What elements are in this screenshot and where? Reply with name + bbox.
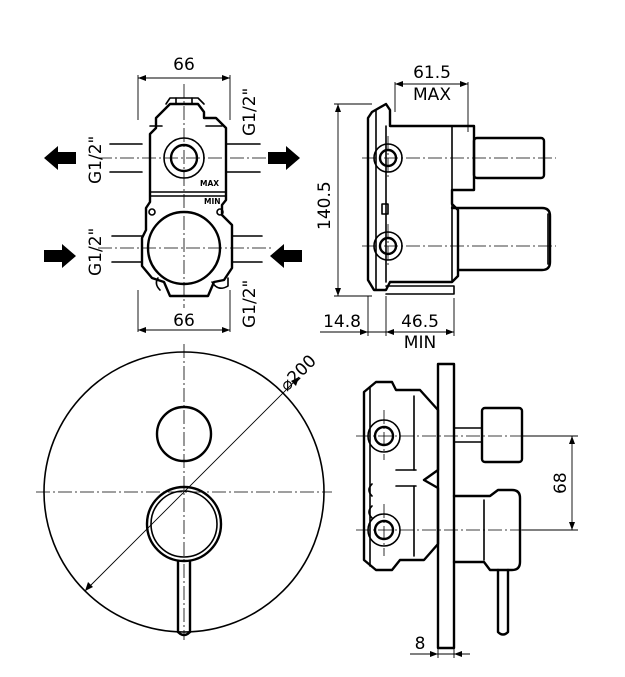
front-width-top-label: 66 <box>173 55 195 75</box>
inlet-arrow-left-icon <box>44 244 76 268</box>
depth-min-value: 46.5 <box>401 312 439 332</box>
thread-upper-right-label: G1/2" <box>240 88 260 136</box>
assembled-side-view: 68 8 <box>356 362 578 658</box>
outlet-arrow-right-icon <box>268 146 300 170</box>
spacing-value: 68 <box>551 472 571 494</box>
outlet-arrow-left-icon <box>44 146 76 170</box>
front-width-bottom-label: 66 <box>173 311 195 331</box>
inlet-arrow-right-icon <box>270 244 302 268</box>
min-marking: MIN <box>204 197 221 206</box>
depth-max-value: 61.5 <box>413 63 451 83</box>
thread-lower-right-label: G1/2" <box>240 280 260 328</box>
front-view: 66 66 MAX MIN G1/ <box>44 55 302 333</box>
plate-front-view: ⌀200 <box>36 344 332 640</box>
max-marking: MAX <box>200 179 219 188</box>
plate-diameter-label: ⌀200 <box>276 351 320 395</box>
offset-value: 14.8 <box>323 312 361 332</box>
plate-thickness-value: 8 <box>415 634 426 654</box>
thread-lower-left-label: G1/2" <box>86 228 106 276</box>
depth-max-label: MAX <box>413 85 451 105</box>
depth-min-label: MIN <box>404 333 436 353</box>
height-value: 140.5 <box>315 181 335 230</box>
side-view: 61.5 MAX 140.5 14.8 46.5 MIN <box>315 63 556 353</box>
thread-upper-left-label: G1/2" <box>86 136 106 184</box>
